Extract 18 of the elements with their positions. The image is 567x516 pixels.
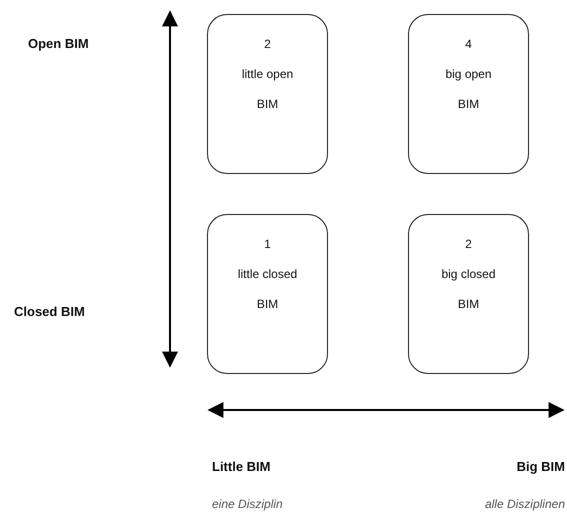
quadrant-label: little closed BIM	[236, 266, 298, 313]
quadrant-label: big closed BIM	[440, 266, 497, 313]
axis-label: Little BIM	[212, 459, 270, 474]
quadrant-box	[207, 214, 328, 374]
axis-label: Closed BIM	[14, 304, 85, 319]
axis-label: Open BIM	[28, 36, 89, 51]
quadrant-number: 1	[264, 236, 271, 253]
axis-note: eine Disziplin	[212, 497, 283, 511]
axis-label: Big BIM	[516, 459, 565, 474]
quadrant-box	[408, 214, 529, 374]
quadrant-label: big open BIM	[444, 66, 493, 113]
quadrant-number: 2	[465, 236, 472, 253]
quadrant-box	[207, 14, 328, 174]
quadrant-number: 2	[264, 36, 271, 53]
quadrant-number: 4	[465, 36, 472, 53]
quadrant-label: little open BIM	[240, 66, 294, 113]
quadrant-box	[408, 14, 529, 174]
axis-note: alle Disziplinen	[484, 497, 565, 511]
